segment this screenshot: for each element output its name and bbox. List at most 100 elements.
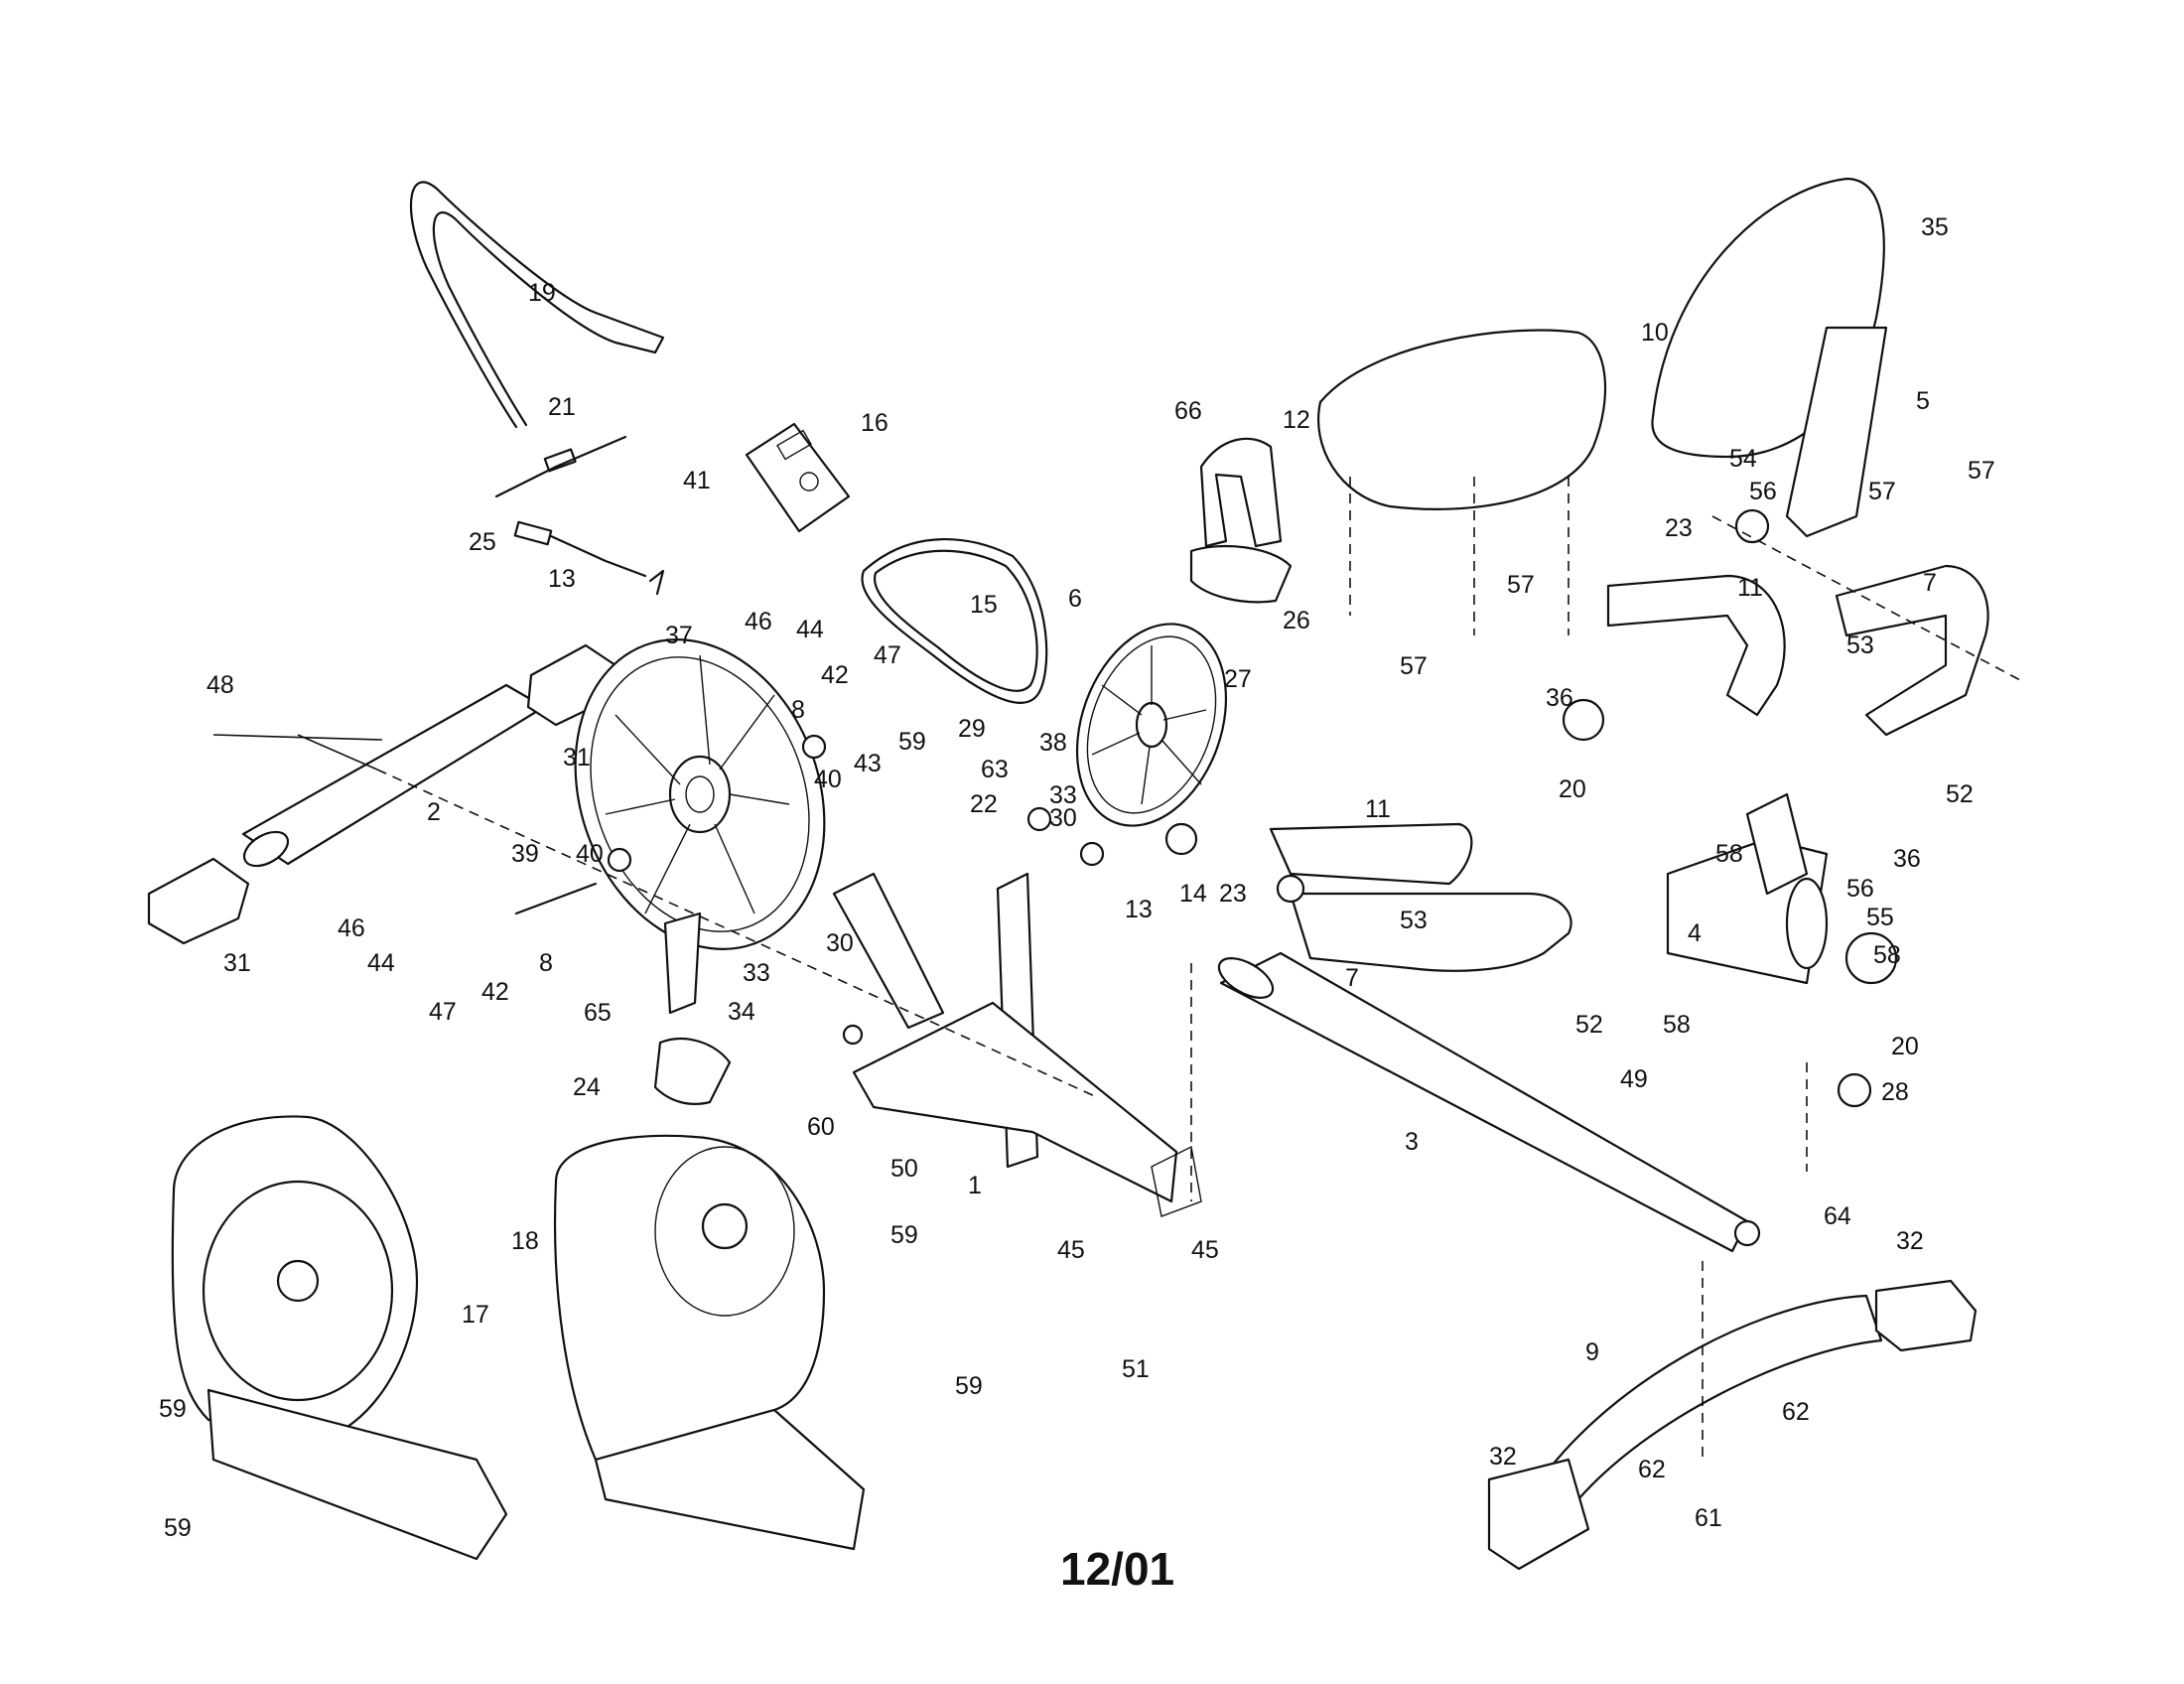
- callout-20a: 20: [1559, 775, 1586, 803]
- part-2-front-stabilizer: [147, 643, 617, 945]
- callout-10: 10: [1641, 319, 1669, 347]
- callout-38: 38: [1039, 729, 1067, 757]
- callout-12: 12: [1283, 406, 1310, 434]
- callout-55: 55: [1866, 904, 1894, 931]
- callout-4: 4: [1688, 919, 1702, 947]
- assembly-dashed-lines: [376, 477, 2021, 1460]
- callout-46a: 46: [745, 608, 772, 635]
- callout-11a: 11: [1737, 574, 1763, 602]
- callout-34: 34: [728, 998, 755, 1026]
- callout-7a: 7: [1345, 964, 1359, 992]
- callout-22: 22: [970, 790, 998, 818]
- callout-2: 2: [427, 798, 441, 826]
- callout-66: 66: [1174, 397, 1202, 425]
- callout-58b: 58: [1873, 941, 1901, 969]
- part-17-left-shroud: [171, 1115, 508, 1561]
- callout-51: 51: [1122, 1355, 1150, 1383]
- callout-52a: 52: [1575, 1011, 1603, 1039]
- callout-47a: 47: [874, 641, 901, 669]
- callout-54: 54: [1729, 445, 1757, 473]
- part-12-seat: [1317, 329, 1607, 510]
- part-10-backrest: [1651, 177, 1888, 538]
- part-39-axle: [514, 734, 827, 915]
- callout-58c: 58: [1663, 1011, 1691, 1039]
- callout-40b: 40: [576, 840, 604, 868]
- callout-37: 37: [665, 622, 693, 649]
- part-4-seat-post: [1666, 792, 1829, 985]
- callout-62a: 62: [1782, 1398, 1810, 1426]
- callout-56a: 56: [1749, 478, 1777, 505]
- callout-44a: 44: [796, 616, 824, 643]
- callout-7b: 7: [1923, 569, 1937, 597]
- callout-5: 5: [1916, 387, 1930, 415]
- callout-48: 48: [206, 671, 234, 699]
- callout-25: 25: [469, 528, 496, 556]
- callout-59b: 59: [890, 1221, 918, 1249]
- part-3-rear-frame: [1217, 951, 1749, 1253]
- part-24-pedal: [653, 912, 732, 1105]
- callout-42a: 42: [821, 661, 849, 689]
- callout-41: 41: [683, 467, 711, 494]
- callout-44b: 44: [367, 949, 395, 977]
- callout-8a: 8: [791, 696, 805, 724]
- callout-60: 60: [807, 1113, 835, 1141]
- callout-45b: 45: [1191, 1236, 1219, 1264]
- callout-61: 61: [1695, 1504, 1722, 1532]
- callout-30a: 30: [1049, 804, 1077, 832]
- callout-63: 63: [981, 756, 1009, 783]
- callout-23b: 23: [1665, 514, 1693, 542]
- part-7-handlebar-right: [1606, 564, 1989, 737]
- callout-14: 14: [1179, 880, 1207, 908]
- callout-13b: 13: [1125, 896, 1153, 923]
- callout-45a: 45: [1057, 1236, 1085, 1264]
- callout-31a: 31: [563, 744, 591, 772]
- callout-16: 16: [861, 409, 888, 437]
- callout-58a: 58: [1715, 840, 1743, 868]
- callout-59c: 59: [955, 1372, 983, 1400]
- callout-9: 9: [1585, 1338, 1599, 1366]
- callout-27: 27: [1224, 665, 1252, 693]
- callout-59a: 59: [898, 728, 926, 756]
- callout-19: 19: [528, 279, 556, 307]
- callout-59d: 59: [159, 1395, 187, 1423]
- callout-40a: 40: [814, 766, 842, 793]
- part-27-pulley: [1075, 623, 1228, 827]
- callout-57b: 57: [1507, 571, 1535, 599]
- callout-39: 39: [511, 840, 539, 868]
- callout-65: 65: [584, 999, 612, 1027]
- callout-42b: 42: [481, 978, 509, 1006]
- callout-46b: 46: [338, 914, 365, 942]
- callout-3: 3: [1405, 1128, 1419, 1156]
- callout-30b: 30: [826, 929, 854, 957]
- part-9-rear-stabilizer: [1487, 1279, 1978, 1571]
- callout-28: 28: [1881, 1078, 1909, 1106]
- callout-56b: 56: [1846, 875, 1874, 903]
- callout-32a: 32: [1896, 1227, 1924, 1255]
- callouts: 19 21 41 25 13 16 15 46 44 42 47 8 40 37…: [159, 213, 1995, 1542]
- callout-36a: 36: [1546, 684, 1573, 712]
- callout-53a: 53: [1400, 907, 1428, 934]
- callout-57c: 57: [1968, 457, 1995, 485]
- part-7-handlebar-left: [1269, 822, 1572, 972]
- callout-64: 64: [1824, 1202, 1851, 1230]
- callout-33b: 33: [743, 959, 770, 987]
- callout-17: 17: [462, 1301, 489, 1329]
- callout-36b: 36: [1893, 845, 1921, 873]
- callout-6: 6: [1068, 585, 1082, 613]
- callout-1: 1: [968, 1172, 982, 1199]
- callout-43: 43: [854, 750, 882, 777]
- callout-33a: 33: [1049, 781, 1077, 809]
- callout-24: 24: [573, 1073, 601, 1101]
- callout-31b: 31: [223, 949, 251, 977]
- part-hardware-misc: [842, 508, 1898, 1247]
- callout-18: 18: [511, 1227, 539, 1255]
- part-37-flywheel: [574, 638, 826, 950]
- callout-11b: 11: [1365, 795, 1391, 823]
- callout-59e: 59: [164, 1514, 192, 1542]
- callout-53b: 53: [1846, 632, 1874, 659]
- callout-49: 49: [1620, 1065, 1648, 1093]
- callout-47b: 47: [429, 998, 457, 1026]
- callout-62b: 62: [1638, 1456, 1666, 1483]
- callout-29: 29: [958, 715, 986, 743]
